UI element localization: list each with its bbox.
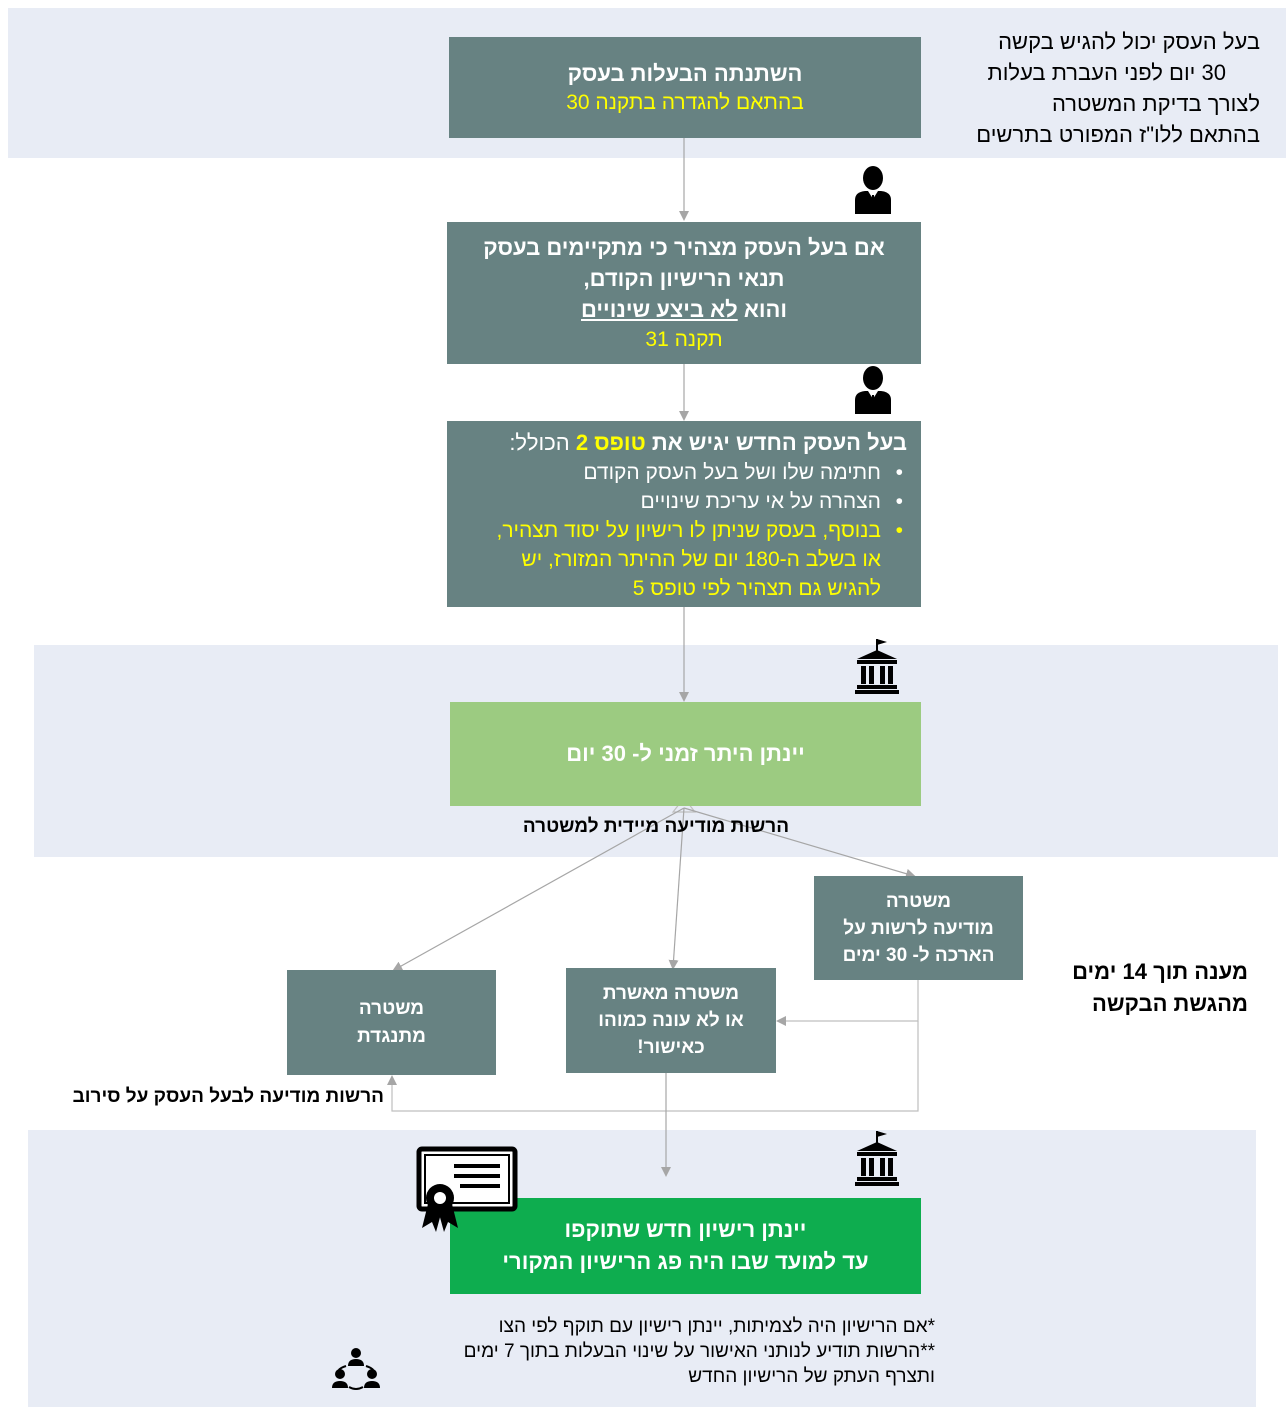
footnote-3: ותצרף העתק של הרישיון החדש	[688, 1366, 935, 1387]
police-oppose-box: משטרה מתנגדת	[287, 970, 496, 1075]
declaration-line-2: תנאי הרישיון הקודם,	[583, 266, 785, 291]
temp-permit-box: יינתן היתר זמני ל- 30 יום	[450, 702, 921, 806]
police-oppose-line-1: משטרה	[358, 997, 425, 1019]
side-note-line-3: לצורך בדיקת המשטרה	[1052, 91, 1260, 116]
declaration-box: אם בעל העסק מצהיר כי מתקיימים בעסק תנאי …	[447, 222, 921, 364]
form-2-title-suffix: הכולל:	[509, 430, 570, 455]
police-oppose-line-2: מתנגדת	[357, 1025, 426, 1047]
arrow-extend-to-approve	[776, 980, 919, 1026]
response-note-line-1: מענה תוך 14 ימים	[1072, 959, 1248, 984]
police-extend-line-1: משטרה	[885, 890, 952, 912]
footnote-2: **הרשות תודיע לנותני האישור על שינוי הבע…	[463, 1341, 935, 1362]
police-extend-box: משטרה מודיעה לרשות על הארכה ל- 30 ימים	[814, 876, 1023, 980]
ownership-changed-title: השתנתה הבעלות בעסק	[567, 60, 803, 86]
footnotes: *אם הרישיון היה לצמיתות, יינתן רישיון עם…	[375, 1314, 935, 1389]
new-license-line-2: עד למועד שבו היה פג הרישיון המקורי	[502, 1249, 869, 1274]
response-note: מענה תוך 14 ימים מהגשת הבקשה	[1028, 956, 1248, 1020]
ownership-changed-sub: בהתאם להגדרה בתקנה 30	[566, 90, 804, 114]
side-note: בעל העסק יכול להגיש בקשה 30 יום לפני העב…	[900, 26, 1260, 150]
person-icon	[851, 366, 895, 414]
refusal-label: הרשות מודיעה לבעל העסק על סירוב	[72, 1086, 384, 1107]
form-2-bullet-3-line-2: או בשלב ה-180 יום של ההיתר המזורז, יש	[521, 548, 881, 571]
side-note-line-2: 30 יום לפני העברת בעלות	[987, 60, 1227, 85]
side-note-line-1: בעל העסק יכול להגיש בקשה	[998, 29, 1260, 54]
police-approve-line-2: או לא עונה כמוהו	[598, 1010, 744, 1031]
government-building-icon	[854, 1129, 900, 1187]
ownership-changed-box: השתנתה הבעלות בעסק בהתאם להגדרה בתקנה 30	[449, 37, 921, 138]
police-extend-line-3: הארכה ל- 30 ימים	[842, 944, 995, 966]
arrow-extend-to-oppose	[387, 1021, 919, 1112]
government-building-icon	[854, 637, 900, 695]
form-2-box: בעל העסק החדש יגיש את טופס 2 הכולל: חתימ…	[447, 421, 921, 607]
declaration-line-3-prefix: והוא	[743, 297, 787, 322]
declaration-sub: תקנה 31	[645, 328, 723, 351]
form-2-bullet-3-line-3: להגיש גם תצהיר לפי טופס 5	[632, 577, 881, 600]
police-approve-line-1: משטרה מאשרת	[602, 983, 740, 1004]
form-2-bullet-2: הצהרה על אי עריכת שינויים	[457, 487, 903, 516]
new-license-box: יינתן רישיון חדש שתוקפו עד למועד שבו היה…	[450, 1198, 921, 1294]
new-license-line-1: יינתן רישיון חדש שתוקפו	[564, 1217, 807, 1242]
form-2-bullets: חתימה שלו ושל בעל העסק הקודם הצהרה על אי…	[457, 458, 907, 603]
police-extend-line-2: מודיעה לרשות על	[843, 917, 994, 939]
person-icon	[851, 166, 895, 214]
form-2-title-prefix: בעל העסק החדש יגיש את	[651, 430, 907, 455]
temp-permit-text: יינתן היתר זמני ל- 30 יום	[566, 741, 805, 766]
form-2-bullet-3-line-1: בנוסף, בעסק שניתן לו רישיון על יסוד תצהי…	[496, 519, 881, 542]
no-changes-underline: לא ביצע שינויים	[581, 297, 738, 322]
declaration-line-3: והוא לא ביצע שינויים	[581, 294, 787, 325]
response-note-line-2: מהגשת הבקשה	[1091, 991, 1248, 1016]
police-approve-line-3: כאישור!	[637, 1037, 705, 1058]
notify-police-label: הרשות מודיעה מיידית למשטרה	[522, 816, 790, 837]
form-2-highlight: טופס 2	[575, 430, 646, 455]
form-2-title: בעל העסק החדש יגיש את טופס 2 הכולל:	[457, 427, 907, 458]
arrow-to-oppose	[392, 807, 685, 971]
people-network-icon	[332, 1346, 380, 1392]
arrow-to-approve	[668, 807, 685, 970]
form-2-bullet-1: חתימה שלו ושל בעל העסק הקודם	[457, 458, 903, 487]
declaration-line-1: אם בעל העסק מצהיר כי מתקיימים בעסק	[483, 235, 885, 260]
arrow-to-extend	[683, 807, 916, 879]
footnote-1: *אם הרישיון היה לצמיתות, יינתן רישיון עם…	[498, 1316, 935, 1337]
form-2-bullet-3: בנוסף, בעסק שניתן לו רישיון על יסוד תצהי…	[457, 516, 903, 603]
side-note-line-4: בהתאם ללו"ז המפורט בתרשים	[976, 122, 1260, 147]
police-approve-box: משטרה מאשרת או לא עונה כמוהו כאישור!	[566, 968, 776, 1073]
certificate-icon	[416, 1146, 520, 1234]
